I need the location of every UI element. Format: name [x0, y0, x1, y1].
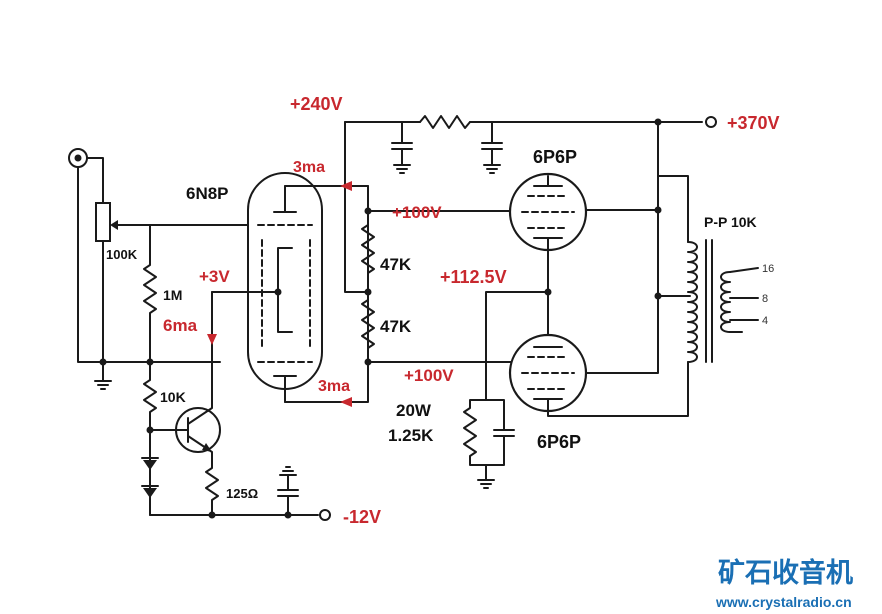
bias-diodes: [141, 429, 159, 516]
label-100k: 100K: [106, 247, 138, 262]
b-plus-rail: [344, 115, 717, 293]
output-tube-top: [508, 172, 588, 252]
cathode-resistor-1.25k: [463, 399, 515, 489]
label-100v-bottom: +100V: [404, 366, 454, 385]
ground-input: [94, 361, 112, 390]
watermark-url: www.crystalradio.cn: [715, 594, 852, 610]
current-arrow-6ma: [207, 334, 217, 345]
plate-wire-bottom: [284, 361, 369, 403]
filter-capacitor-1: [391, 121, 413, 174]
input-jack: [68, 148, 221, 363]
grid-resistor-1m: [143, 224, 157, 363]
output-tube-bottom: [508, 333, 588, 413]
volume-potentiometer: [95, 202, 249, 363]
current-arrow-top: [340, 181, 352, 191]
label-6p6p-bottom: 6P6P: [537, 432, 581, 452]
cathode-bias-wire: [485, 291, 549, 401]
label-125ohm: 125Ω: [226, 486, 258, 501]
filter-capacitor-2: [481, 121, 503, 174]
label-3ma-top: 3ma: [293, 159, 325, 176]
label-20w: 20W: [396, 401, 432, 420]
label-neg12v: -12V: [343, 507, 381, 527]
plate-resistor-47k-bottom: [361, 291, 375, 363]
label-370v: +370V: [727, 113, 780, 133]
label-3ma-bottom: 3ma: [318, 378, 350, 395]
driver-tube-6n8p: [247, 172, 323, 403]
plate-resistor-47k-top: [361, 185, 375, 293]
bias-resistor-10k: [143, 361, 157, 431]
label-112v: +112.5V: [440, 267, 507, 287]
output-transformer: [547, 175, 759, 417]
label-tap-8: 8: [762, 293, 768, 305]
label-6ma: 6ma: [163, 316, 198, 335]
bias-transistor: [149, 291, 221, 461]
plate-bottom-wire: [585, 121, 659, 374]
watermark-name: 矿石收音机: [718, 557, 853, 588]
label-47k-bottom: 47K: [380, 317, 412, 336]
b-plus-370-terminal: [705, 116, 717, 128]
plate-wire-top: [284, 185, 369, 363]
label-240v: +240V: [290, 94, 343, 114]
label-tap-16: 16: [762, 263, 774, 275]
label-47k-top: 47K: [380, 255, 412, 274]
label-6n8p: 6N8P: [186, 184, 229, 203]
emitter-resistor-125: [205, 459, 219, 516]
label-10k: 10K: [160, 389, 186, 405]
label-6p6p-top: 6P6P: [533, 147, 577, 167]
label-1.25k: 1.25K: [388, 426, 434, 445]
current-arrow-bottom: [340, 397, 352, 407]
label-3v: +3V: [199, 267, 230, 286]
label-100v-top: +100V: [392, 203, 442, 222]
bypass-capacitor: [277, 466, 299, 516]
label-tap-4: 4: [762, 315, 768, 327]
label-transformer: P-P 10K: [704, 214, 757, 230]
label-1m: 1M: [163, 287, 182, 303]
negative-12v-terminal: [319, 509, 331, 521]
